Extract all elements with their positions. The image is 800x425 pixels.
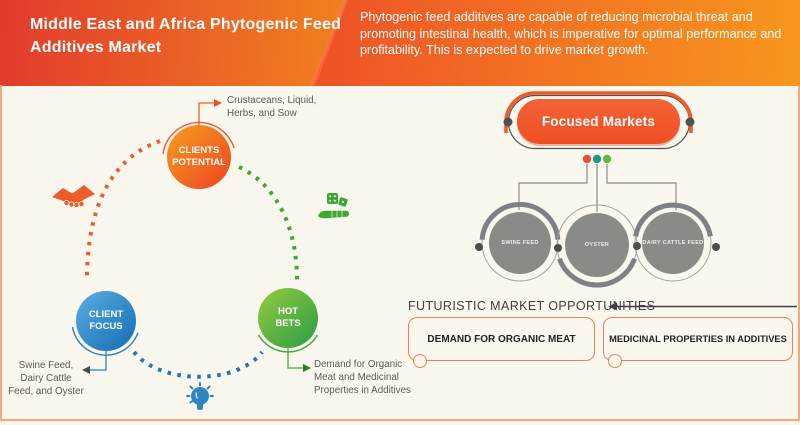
dairy-cattle-feed-circle: DAIRY CATTLE FEED bbox=[642, 212, 704, 274]
clients-potential-annotation: Crustaceans, Liquid, Herbs, and Sow bbox=[227, 95, 316, 121]
hot-bets-annotation: Demand for Organic Meat and Medicinal Pr… bbox=[314, 359, 411, 398]
corner-dot bbox=[413, 354, 427, 368]
content-frame bbox=[0, 85, 800, 421]
annotation-line: Properties in Additives bbox=[314, 384, 411, 396]
swine-feed-label: SWINE FEED bbox=[501, 240, 539, 246]
hot-bets-circle: HOT BETS bbox=[258, 288, 318, 348]
annotation-line: Crustaceans, Liquid, bbox=[227, 95, 317, 106]
annotation-line: Herbs, and Sow bbox=[227, 107, 297, 119]
corner-dot bbox=[608, 354, 622, 368]
swine-feed-circle: SWINE FEED bbox=[489, 212, 551, 274]
annotation-line: Swine Feed, bbox=[18, 360, 74, 371]
clients-potential-circle: CLIENTS POTENTIAL bbox=[167, 125, 231, 189]
opportunity-box-medicinal-properties: MEDICINAL PROPERTIES IN ADDITIVES bbox=[603, 317, 793, 368]
client-focus-annotation: Swine Feed, Dairy Cattle Feed, and Oyste… bbox=[2, 360, 90, 399]
opportunities-heading: FUTURISTIC MARKET OPPORTUNITIES bbox=[408, 299, 656, 313]
annotation-line: Meat and Medicinal bbox=[314, 371, 399, 383]
clients-potential-label-2: POTENTIAL bbox=[172, 157, 226, 168]
annotation-line: Dairy Cattle bbox=[20, 372, 72, 384]
hot-bets-label-2: BETS bbox=[275, 318, 301, 329]
dairy-cattle-feed-label: DAIRY CATTLE FEED bbox=[642, 240, 704, 246]
header-right-panel bbox=[312, 0, 800, 86]
client-focus-label-2: FOCUS bbox=[89, 321, 123, 332]
header-banner: Middle East and Africa Phytogenic Feed A… bbox=[0, 0, 800, 86]
annotation-line: Feed, and Oyster bbox=[8, 385, 84, 397]
oyster-circle: OYSTER bbox=[565, 213, 629, 277]
client-focus-label-1: CLIENT bbox=[88, 309, 124, 321]
clients-potential-label-1: CLIENTS bbox=[178, 145, 220, 157]
client-focus-circle: CLIENT FOCUS bbox=[76, 291, 136, 351]
oyster-label: OYSTER bbox=[584, 242, 610, 248]
hot-bets-label-1: HOT bbox=[277, 306, 299, 318]
page-title: Middle East and Africa Phytogenic Feed A… bbox=[30, 16, 342, 57]
opportunity-box-organic-meat: DEMAND FOR ORGANIC MEAT bbox=[408, 317, 595, 368]
annotation-line: Demand for Organic bbox=[314, 359, 403, 370]
opportunity-box-medicinal-properties-label: MEDICINAL PROPERTIES IN ADDITIVES bbox=[609, 334, 787, 344]
opportunity-box-organic-meat-label: DEMAND FOR ORGANIC MEAT bbox=[427, 333, 576, 345]
focused-markets-pill: Focused Markets bbox=[517, 99, 680, 144]
header-description: Phytogenic feed additives are capable of… bbox=[360, 10, 782, 58]
